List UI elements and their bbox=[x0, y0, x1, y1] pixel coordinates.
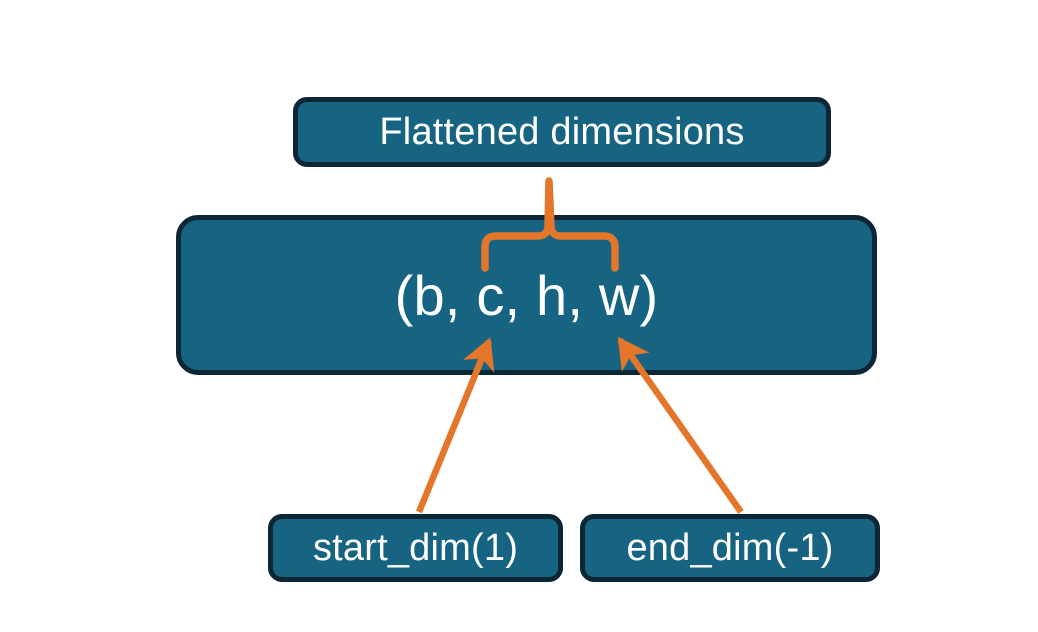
tensor-shape-box: (b, c, h, w) bbox=[176, 215, 877, 375]
tensor-shape-label: (b, c, h, w) bbox=[394, 263, 659, 327]
end-dim-box: end_dim(-1) bbox=[580, 514, 880, 582]
end-dim-label: end_dim(-1) bbox=[626, 526, 834, 569]
flattened-dimensions-box: Flattened dimensions bbox=[293, 97, 831, 167]
flattened-dimensions-label: Flattened dimensions bbox=[379, 110, 745, 153]
start-dim-label: start_dim(1) bbox=[312, 526, 519, 569]
start-dim-box: start_dim(1) bbox=[268, 514, 563, 582]
